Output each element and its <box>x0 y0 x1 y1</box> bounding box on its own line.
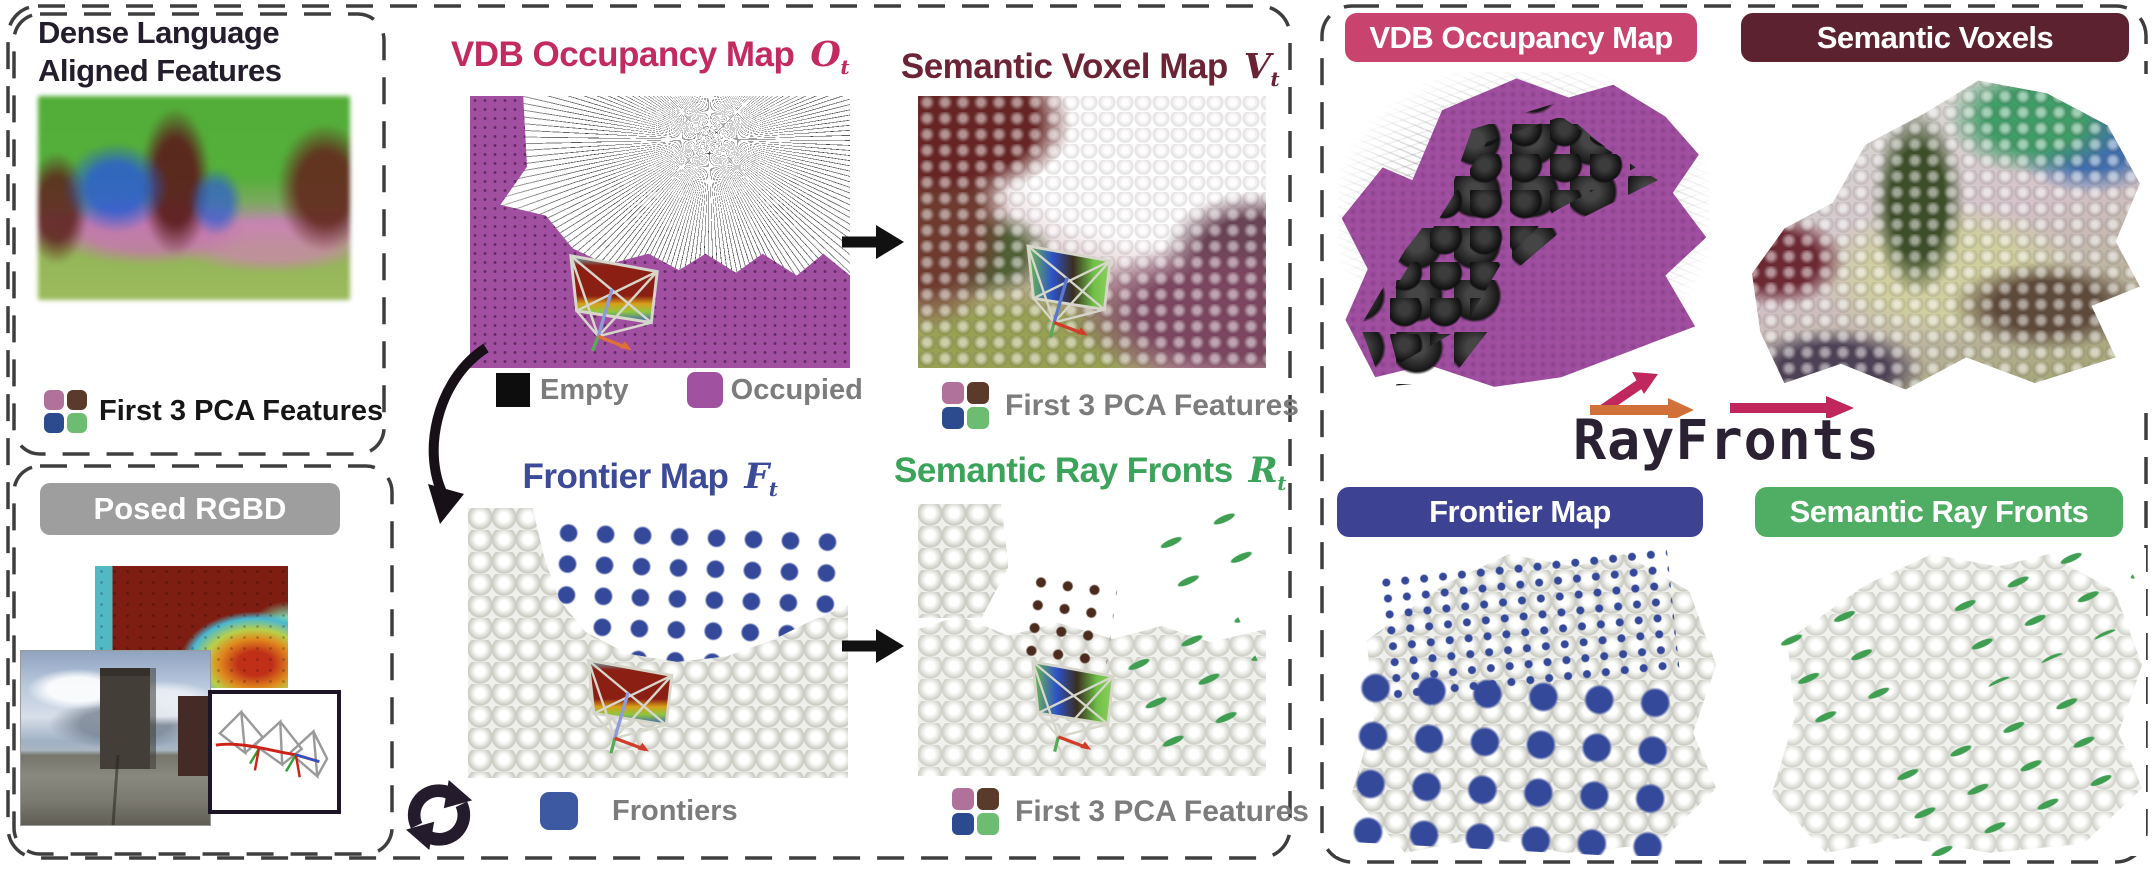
rayfronts-logo-text: RayFronts <box>1573 408 1881 472</box>
arrow-right-bottom-icon <box>842 629 904 663</box>
pca-swatch-grid-icon <box>44 390 87 433</box>
vdb-symbol: O <box>810 34 841 75</box>
semantic-voxel-title-text: Semantic Voxel Map <box>900 47 1228 86</box>
frontier-map-rendering <box>1336 548 1720 856</box>
semantic-voxel-symbol-sub: t <box>1270 67 1280 91</box>
pca-swatch-green <box>67 413 87 433</box>
pca-swatch-green <box>977 813 999 835</box>
ray-fronts-symbol-sub: t <box>1277 471 1286 495</box>
semantic-voxel-image <box>918 96 1266 368</box>
vdb-occupancy-title: VDB Occupancy Map Ot <box>430 34 870 79</box>
pca-swatch-grid-icon <box>952 788 999 835</box>
pca-swatch-blue <box>44 413 64 433</box>
frontier-map-title: Frontier Map Ft <box>430 456 870 501</box>
rayfronts-logo-arrows <box>1590 372 1854 418</box>
pca-swatch-brown <box>67 390 87 410</box>
frontier-dots-large <box>1339 662 1671 856</box>
pca-legend-top: First 3 PCA Features <box>942 382 1299 429</box>
vdb-occupancy-rendering <box>1338 72 1710 390</box>
pca-swatch-green <box>967 407 989 429</box>
pca-legend-bottom-label: First 3 PCA Features <box>1015 794 1309 828</box>
empty-label: Empty <box>540 373 629 406</box>
occupied-label: Occupied <box>730 373 863 406</box>
pca-swatch-brown <box>977 788 999 810</box>
vdb-occupancy-title-text: VDB Occupancy Map <box>450 35 795 74</box>
semantic-ray-dashes-green-top <box>1135 504 1266 611</box>
arrow-right-top-icon <box>842 225 904 259</box>
curved-arrow-down-icon <box>428 343 489 524</box>
camera-frustum-pca <box>1031 660 1115 752</box>
camera-frustum-depth <box>569 254 659 352</box>
semantic-ray-fronts-image <box>918 504 1266 776</box>
semantic-ray-fronts-rendering <box>1756 548 2146 856</box>
frontier-map-image <box>468 508 848 778</box>
vdb-symbol-sub: t <box>840 55 850 79</box>
camera-frustum-pca <box>1026 244 1112 338</box>
occupied-swatch <box>686 372 723 408</box>
camera-frustum-depth <box>586 658 674 754</box>
frontier-title-text: Frontier Map <box>522 457 729 496</box>
vdb-occupancy-image <box>470 96 850 368</box>
frontier-symbol: F <box>744 456 769 497</box>
pca-swatch-brown <box>967 382 989 404</box>
camera-trajectory-box <box>208 690 341 814</box>
pca-swatch-pink <box>952 788 974 810</box>
voxel-bubble-texture <box>918 96 1266 368</box>
banner-semantic-voxels: Semantic Voxels <box>1741 13 2129 62</box>
cycle-refresh-icon <box>405 780 473 850</box>
pca-swatch-blue <box>942 407 964 429</box>
ray-fronts-title-text: Semantic Ray Fronts <box>894 451 1233 490</box>
frontiers-label: Frontiers <box>612 794 738 827</box>
banner-frontier-map: Frontier Map <box>1337 487 1703 537</box>
empty-swatch <box>496 373 530 407</box>
camera-trajectory-plot <box>215 709 329 780</box>
pca-swatch-grid-icon <box>942 382 989 429</box>
pca-features-image <box>38 96 350 300</box>
gray-voxel-block <box>918 504 1009 619</box>
ray-fronts-symbol: R <box>1248 450 1278 491</box>
frontiers-legend: Frontiers <box>540 792 738 830</box>
semantic-voxels-rendering <box>1744 74 2148 396</box>
voxel-bubble-texture <box>1752 80 2140 390</box>
photo-side-building <box>177 696 210 777</box>
photo-building <box>100 668 150 770</box>
pca-legend-bottom: First 3 PCA Features <box>952 788 1309 835</box>
pca-legend-left: First 3 PCA Features <box>44 390 383 433</box>
semantic-ray-fronts-title: Semantic Ray Fronts Rt <box>880 450 1300 495</box>
banner-semantic-ray-fronts: Semantic Ray Fronts <box>1755 487 2123 537</box>
pca-legend-top-label: First 3 PCA Features <box>1005 388 1299 422</box>
banner-vdb-occupancy-map: VDB Occupancy Map <box>1345 13 1697 62</box>
posed-rgbd-label: Posed RGBD <box>40 483 340 535</box>
frontiers-swatch <box>540 792 578 830</box>
pca-swatch-pink <box>44 390 64 410</box>
semantic-voxel-cloud <box>1752 80 2140 390</box>
semantic-voxel-title: Semantic Voxel Map Vt <box>880 46 1300 91</box>
dense-features-title: Dense Language Aligned Features <box>38 15 282 88</box>
pca-legend-label: First 3 PCA Features <box>99 395 384 427</box>
frontier-symbol-sub: t <box>768 477 778 501</box>
pca-swatch-blue <box>952 813 974 835</box>
occupancy-legend: Empty Occupied <box>496 372 863 408</box>
rgb-photo <box>20 650 211 826</box>
pca-swatch-pink <box>942 382 964 404</box>
semantic-voxel-symbol: V <box>1243 46 1271 87</box>
